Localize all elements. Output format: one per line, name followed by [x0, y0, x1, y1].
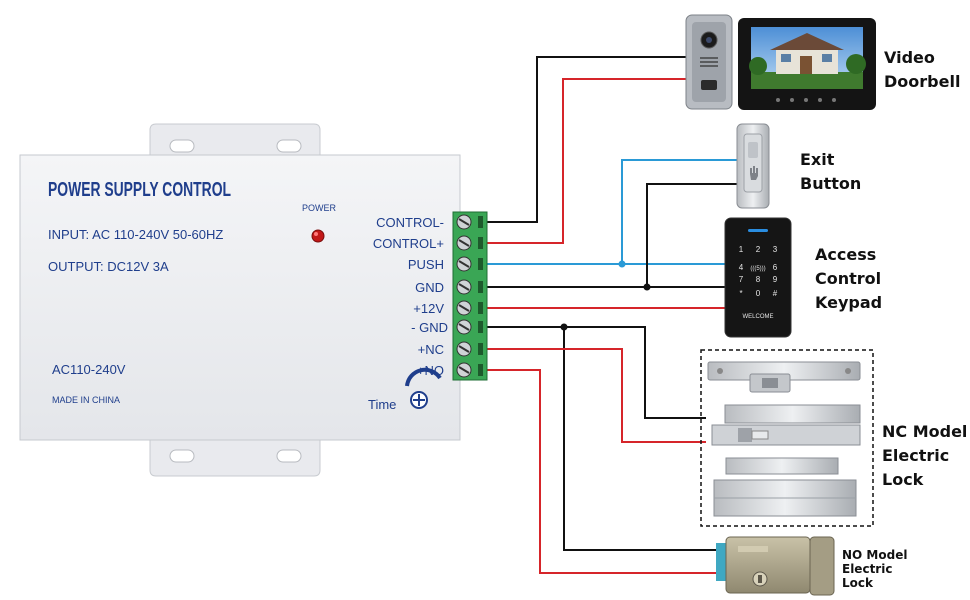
time-label: Time: [368, 397, 396, 412]
terminal-label-control-minus: CONTROL-: [376, 215, 444, 230]
ac-label: AC110-240V: [52, 362, 126, 377]
electric-bolt: [724, 404, 861, 424]
keypad-key[interactable]: 1: [739, 245, 744, 254]
keypad-label-line: Keypad: [815, 293, 883, 312]
time-knob-icon[interactable]: [405, 367, 442, 409]
mount-tab-bottom: [149, 429, 321, 477]
junction-dot: [618, 260, 626, 268]
keypad-key[interactable]: 0: [756, 289, 761, 298]
junction-dot: [560, 323, 568, 331]
keypad-key[interactable]: 2: [756, 245, 761, 254]
wire-gnd-exit: [646, 183, 740, 287]
terminal-screw: [456, 300, 483, 316]
wire-control-plus: [487, 78, 688, 244]
terminal-screw: [456, 256, 483, 272]
terminal-label-control-plus: CONTROL+: [373, 236, 444, 251]
nc-model-lock: [707, 361, 861, 517]
terminal-label-gnd: GND: [415, 280, 444, 295]
input-spec: INPUT: AC 110-240V 50-60HZ: [48, 227, 223, 242]
keypad-label-line: Control: [815, 269, 882, 288]
keypad-key[interactable]: (((5))): [750, 266, 765, 272]
no-lock-label-line: NO Model: [842, 548, 908, 562]
nc-lock-label-line: NC Model: [882, 422, 968, 441]
video-doorbell-label-line: Video: [884, 48, 935, 67]
video-doorbell: [685, 14, 876, 110]
keypad-key[interactable]: 8: [756, 275, 761, 284]
wire-control-minus: [487, 56, 688, 223]
wire-minus-gnd: [487, 326, 706, 419]
terminal-label-minus-gnd: - GND: [411, 320, 448, 335]
keypad-key[interactable]: 4: [739, 263, 744, 272]
hand-icon: [750, 166, 758, 180]
wire-no: [487, 369, 722, 574]
terminal-label-nc: +NC: [418, 342, 444, 357]
nc-lock-label-line: Lock: [882, 470, 924, 489]
no-model-lock: [716, 536, 835, 596]
terminal-screw: [456, 341, 483, 357]
exit-button-label-line: Exit: [800, 150, 835, 169]
video-doorbell-label-line: Doorbell: [884, 72, 961, 91]
access-control-keypad: 1 2 3 4 (((5))) 6 7 8 9 * 0 # WELCOME: [724, 217, 792, 338]
wire-nc: [487, 348, 706, 443]
terminal-screw: [456, 235, 483, 251]
video-doorbell-label: Video Doorbell: [884, 46, 970, 94]
power-supply-body: [19, 154, 461, 441]
output-spec: OUTPUT: DC12V 3A: [48, 259, 169, 274]
magnetic-lock-plate: [725, 457, 839, 475]
terminal-screw: [456, 214, 483, 230]
nc-lock-frame: [700, 349, 874, 527]
made-in-label: MADE IN CHINA: [52, 395, 120, 405]
terminal-screw: [456, 279, 483, 295]
keypad-key[interactable]: *: [739, 289, 742, 298]
keypad-key[interactable]: 7: [739, 275, 744, 284]
keypad-welcome: WELCOME: [742, 314, 773, 320]
no-lock-label: NO Model Electric Lock: [842, 548, 932, 590]
terminal-block: [452, 211, 488, 381]
power-supply-box: POWER SUPPLY CONTROL INPUT: AC 110-240V …: [19, 123, 461, 477]
no-lock-label-line: Lock: [842, 576, 873, 590]
no-lock-label-line: Electric: [842, 562, 893, 576]
keypad-key[interactable]: 3: [773, 245, 778, 254]
nc-lock-label: NC Model Electric Lock: [882, 420, 970, 492]
terminal-label-12v: +12V: [413, 301, 444, 316]
terminal-screw: [456, 319, 483, 335]
terminal-label-no: +NO: [417, 363, 444, 378]
exit-button: [736, 123, 770, 209]
keypad-label: Access Control Keypad: [815, 243, 895, 315]
keypad-label-line: Access: [815, 245, 877, 264]
power-label: POWER: [302, 203, 337, 213]
exit-button-label: Exit Button: [800, 148, 880, 196]
junction-dot: [643, 283, 651, 291]
exit-button-label-line: Button: [800, 174, 862, 193]
keypad-key[interactable]: 9: [773, 275, 778, 284]
wire-minus-gnd-no: [563, 327, 722, 551]
box-title: POWER SUPPLY CONTROL: [48, 179, 231, 201]
wire-push-exit: [621, 159, 740, 264]
terminal-label-push: PUSH: [408, 257, 444, 272]
power-led: [311, 229, 325, 243]
keypad-key[interactable]: 6: [773, 263, 778, 272]
terminal-screw: [456, 362, 483, 378]
nc-lock-label-line: Electric: [882, 446, 950, 465]
keypad-key[interactable]: #: [773, 289, 778, 298]
